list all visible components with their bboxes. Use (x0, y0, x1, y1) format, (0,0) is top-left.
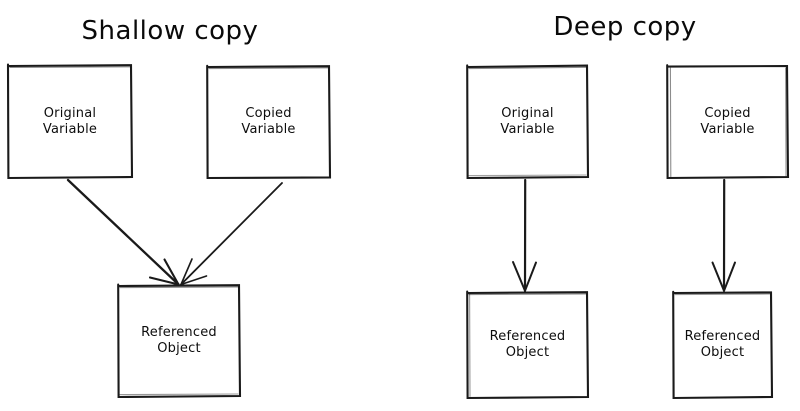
node-deep-referenced-right-box (672, 290, 774, 400)
node-shallow-referenced-box (117, 283, 242, 399)
node-deep-original-box (466, 64, 590, 180)
node-deep-referenced-left-box (466, 290, 590, 400)
node-shallow-original-box (6, 63, 134, 180)
edge-shallow-original-to-referenced (66, 178, 180, 286)
panel-title-shallow-copy: Shallow copy (81, 16, 259, 46)
node-deep-copied-box (666, 64, 790, 180)
node-shallow-copied-box (206, 64, 332, 180)
edge-deep-original-to-referenced-left (512, 178, 537, 292)
panel-title-deep-copy: Deep copy (553, 12, 697, 42)
edge-deep-copied-to-referenced-right (711, 178, 736, 292)
edge-shallow-copied-to-referenced (180, 182, 283, 286)
